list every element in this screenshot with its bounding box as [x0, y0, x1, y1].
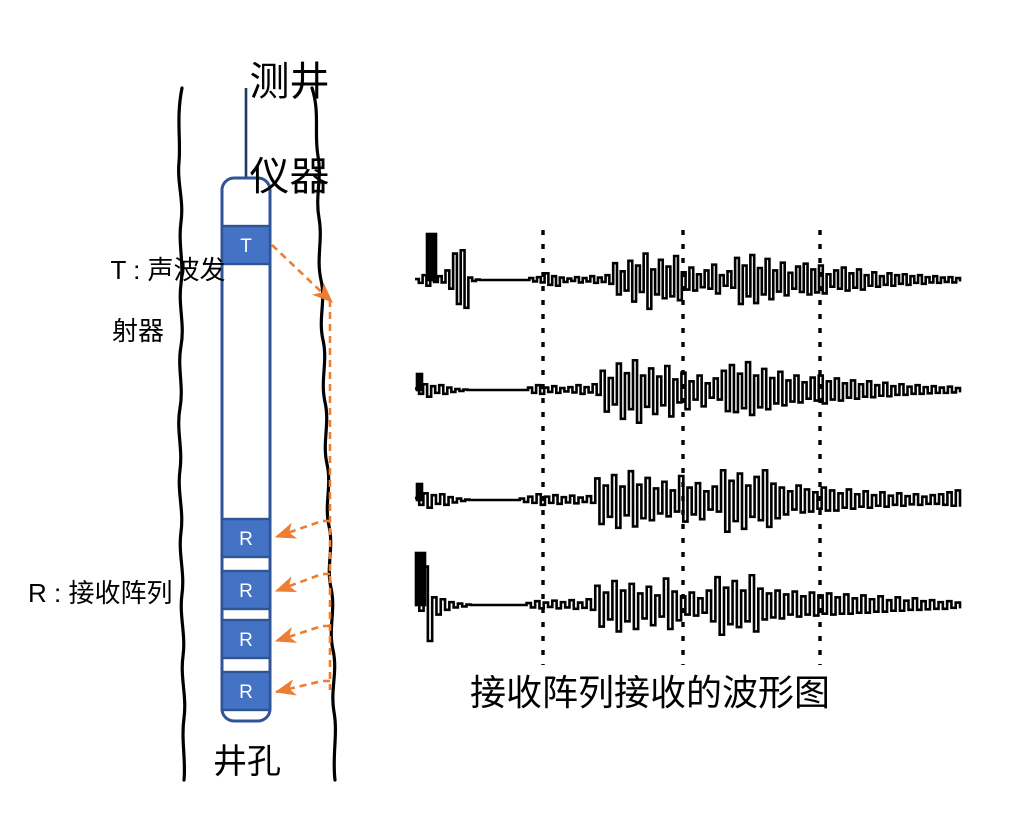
ray-wall-to-receiver-4 [274, 679, 330, 696]
waveform-trace-1 [415, 248, 962, 311]
waveform-trace-2 [415, 358, 962, 424]
transmitter-legend-line-2: 射器 [111, 316, 164, 347]
receiver-block-2[interactable]: R [220, 569, 272, 611]
waveform-trace-4 [415, 565, 962, 643]
transmitter-legend-line-1: T : 声波发 [110, 254, 226, 285]
transmitter-block[interactable]: T [220, 224, 272, 266]
receiver-legend: R : 接收阵列 [28, 578, 173, 608]
receiver-block-label: R [239, 529, 253, 550]
transmitter-legend: T : 声波发 射器 [82, 224, 225, 408]
ray-wall-to-receiver-2 [274, 572, 330, 593]
receiver-block-3[interactable]: R [220, 618, 272, 660]
receiver-block-rect [220, 618, 272, 660]
borehole-wall-right [310, 86, 337, 782]
waveform-marker-lines [541, 230, 822, 665]
title-line-2: 仪器 [249, 154, 330, 199]
waveform-trace-3 [415, 468, 962, 533]
ray-wall-to-receiver-1 [274, 519, 330, 539]
direct-arrival-spike-2 [415, 372, 424, 392]
direct-arrival-spike-3 [415, 482, 424, 502]
receiver-block-rect [220, 517, 272, 559]
transmitter-block-rect [220, 224, 272, 266]
receiver-block-rect [220, 670, 272, 712]
receiver-block-1[interactable]: R [220, 517, 272, 559]
ray-transmitter-to-wall [271, 244, 333, 303]
transmitter-block-label: T [240, 236, 252, 257]
title-line-1: 测井 [249, 60, 330, 105]
direct-arrival-spike-4 [414, 551, 427, 607]
waveform-panel [414, 230, 962, 665]
waveform-traces [414, 232, 962, 643]
borehole-walls [177, 86, 337, 782]
direct-arrival-spike-1 [425, 232, 438, 282]
acoustic-ray-paths [271, 244, 333, 696]
page-title: 测井 仪器 [205, 12, 329, 248]
receiver-block-label: R [239, 682, 253, 703]
borehole-label: 井孔 [213, 743, 281, 781]
waveform-caption: 接收阵列接收的波形图 [470, 672, 831, 713]
borehole-wall-left [177, 86, 187, 782]
receiver-block-4[interactable]: R [220, 670, 272, 712]
receiver-block-label: R [239, 581, 253, 602]
receiver-block-label: R [239, 630, 253, 651]
ray-wall-to-receiver-3 [274, 624, 330, 643]
receiver-block-rect [220, 569, 272, 611]
